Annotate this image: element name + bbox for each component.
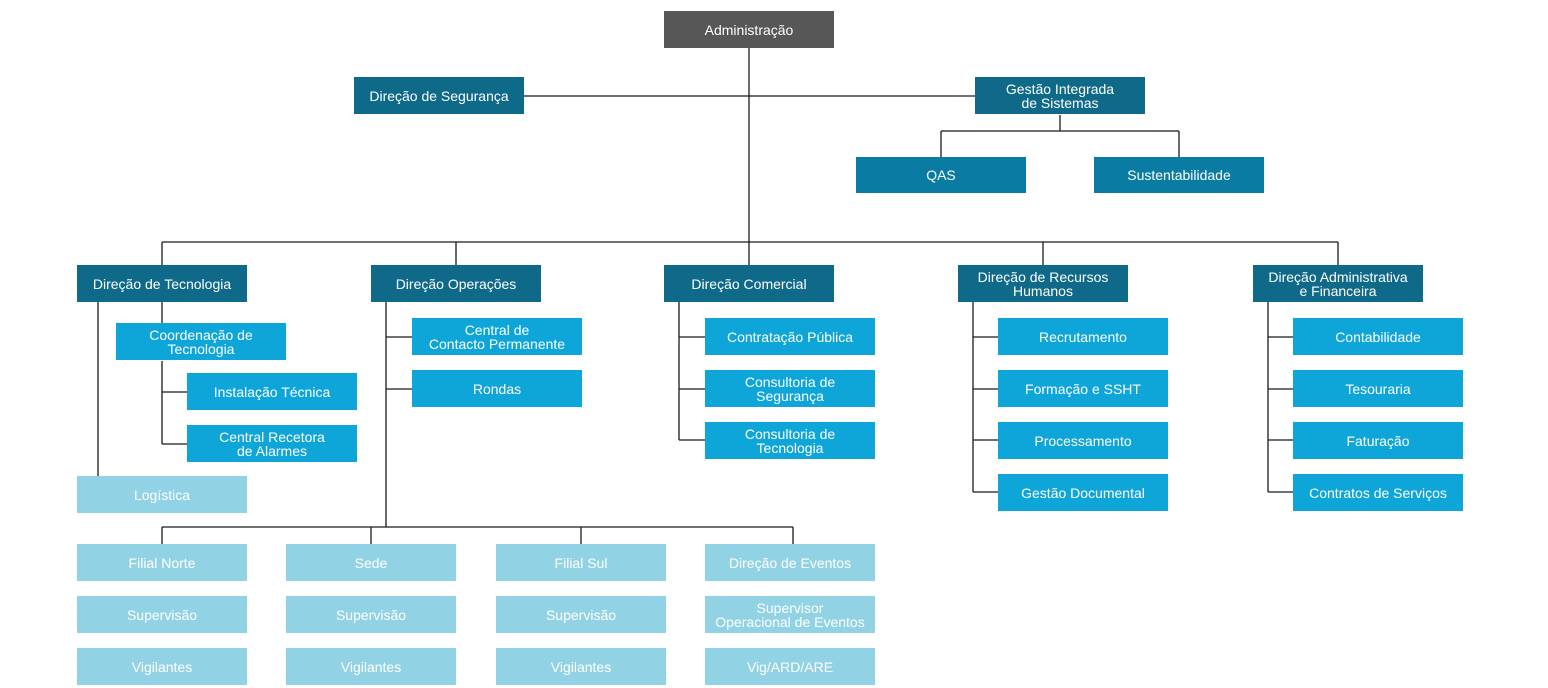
node-filial-norte: Filial Norte (77, 544, 247, 581)
node-direcao-tecnologia: Direção de Tecnologia (77, 265, 247, 302)
node-central-contacto-permanente: Central de Contacto Permanente (412, 318, 582, 355)
node-filial-norte-vigilantes: Vigilantes (77, 648, 247, 685)
node-tesouraria: Tesouraria (1293, 370, 1463, 407)
node-coordenacao-tecnologia: Coordenação de Tecnologia (116, 323, 286, 360)
node-direcao-seguranca: Direção de Segurança (354, 77, 524, 114)
node-filial-norte-supervisao: Supervisão (77, 596, 247, 633)
node-gestao-documental: Gestão Documental (998, 474, 1168, 511)
node-central-recetora-alarmes: Central Recetora de Alarmes (187, 425, 357, 462)
node-formacao-ssht: Formação e SSHT (998, 370, 1168, 407)
node-sede-vigilantes: Vigilantes (286, 648, 456, 685)
node-qas: QAS (856, 157, 1026, 193)
node-consultoria-seguranca: Consultoria de Segurança (705, 370, 875, 407)
node-consultoria-tecnologia: Consultoria de Tecnologia (705, 422, 875, 459)
node-filial-sul-supervisao: Supervisão (496, 596, 666, 633)
node-faturacao: Faturação (1293, 422, 1463, 459)
node-sede: Sede (286, 544, 456, 581)
node-rondas: Rondas (412, 370, 582, 407)
node-contabilidade: Contabilidade (1293, 318, 1463, 355)
node-sede-supervisao: Supervisão (286, 596, 456, 633)
node-direcao-operacoes: Direção Operações (371, 265, 541, 302)
node-supervisor-operacional-eventos: Supervisor Operacional de Eventos (705, 596, 875, 633)
node-vig-ard-are: Vig/ARD/ARE (705, 648, 875, 685)
node-logistica: Logística (77, 476, 247, 513)
node-contratacao-publica: Contratação Pública (705, 318, 875, 355)
node-gestao-integrada-sistemas: Gestão Integrada de Sistemas (975, 77, 1145, 114)
node-direcao-recursos-humanos: Direção de Recursos Humanos (958, 265, 1128, 302)
node-processamento: Processamento (998, 422, 1168, 459)
node-recrutamento: Recrutamento (998, 318, 1168, 355)
node-sustentabilidade: Sustentabilidade (1094, 157, 1264, 193)
node-direcao-administrativa-financeira: Direção Administrativa e Financeira (1253, 265, 1423, 302)
node-filial-sul: Filial Sul (496, 544, 666, 581)
node-administracao: Administração (664, 11, 834, 48)
node-instalacao-tecnica: Instalação Técnica (187, 373, 357, 410)
node-direcao-eventos: Direção de Eventos (705, 544, 875, 581)
node-contratos-servicos: Contratos de Serviços (1293, 474, 1463, 511)
node-direcao-comercial: Direção Comercial (664, 265, 834, 302)
node-filial-sul-vigilantes: Vigilantes (496, 648, 666, 685)
